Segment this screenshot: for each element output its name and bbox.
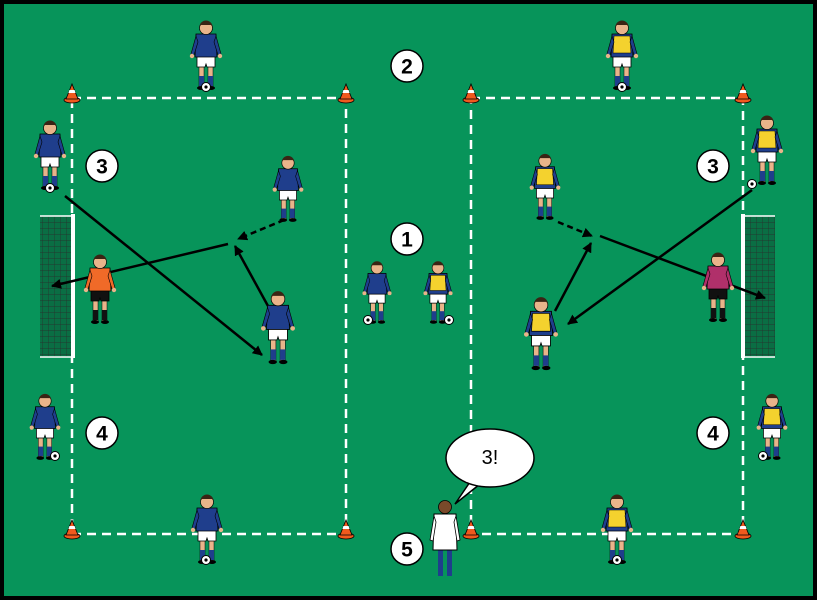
ball-icon bbox=[363, 315, 373, 325]
player-icon bbox=[362, 261, 392, 324]
goal-icon bbox=[741, 214, 775, 358]
player-icon bbox=[523, 297, 559, 371]
cone-icon bbox=[337, 518, 355, 540]
svg-text:1: 1 bbox=[401, 229, 413, 252]
cone-icon bbox=[734, 82, 752, 104]
cone-icon bbox=[63, 82, 81, 104]
cone-icon bbox=[63, 518, 81, 540]
ball-icon bbox=[758, 451, 768, 461]
player-icon bbox=[189, 20, 223, 90]
marker-5: 5 bbox=[390, 532, 424, 566]
cone-icon bbox=[734, 518, 752, 540]
pass-arrows bbox=[51, 188, 766, 356]
goalkeeper-icon bbox=[701, 252, 735, 322]
player-icon bbox=[29, 393, 61, 460]
ball-icon bbox=[45, 183, 55, 193]
ball-icon bbox=[201, 82, 211, 92]
goalkeeper-icon bbox=[83, 254, 117, 324]
marker-3-right: 3 bbox=[696, 149, 730, 183]
svg-text:5: 5 bbox=[401, 539, 413, 562]
player-icon bbox=[33, 120, 67, 190]
player-icon bbox=[190, 494, 224, 564]
right-field-area bbox=[469, 96, 745, 536]
player-icon bbox=[605, 20, 639, 90]
ball-icon bbox=[444, 315, 454, 325]
svg-text:3: 3 bbox=[707, 156, 719, 179]
coach-icon bbox=[429, 500, 461, 576]
ball-icon bbox=[201, 555, 211, 565]
player-icon bbox=[272, 155, 304, 222]
marker-3-left: 3 bbox=[85, 149, 119, 183]
marker-2: 2 bbox=[390, 49, 424, 83]
ball-icon bbox=[617, 82, 627, 92]
ball-icon bbox=[50, 451, 60, 461]
svg-text:3: 3 bbox=[96, 156, 108, 179]
player-icon bbox=[600, 494, 634, 564]
svg-text:4: 4 bbox=[96, 423, 108, 446]
ball-icon bbox=[747, 179, 757, 189]
cone-icon bbox=[337, 82, 355, 104]
coach-speech-text: 3! bbox=[482, 447, 499, 469]
cone-icon bbox=[462, 518, 480, 540]
cone-icon bbox=[462, 82, 480, 104]
player-icon bbox=[260, 291, 296, 365]
marker-4-left: 4 bbox=[85, 416, 119, 450]
player-icon bbox=[750, 115, 784, 185]
player-icon bbox=[529, 153, 561, 220]
marker-4-right: 4 bbox=[696, 416, 730, 450]
svg-text:2: 2 bbox=[401, 56, 413, 79]
marker-1: 1 bbox=[390, 222, 424, 256]
speech-bubble-icon: 3! bbox=[445, 428, 535, 505]
player-icon bbox=[423, 261, 453, 324]
svg-text:4: 4 bbox=[707, 423, 719, 446]
player-icon bbox=[756, 393, 788, 460]
ball-icon bbox=[612, 555, 622, 565]
